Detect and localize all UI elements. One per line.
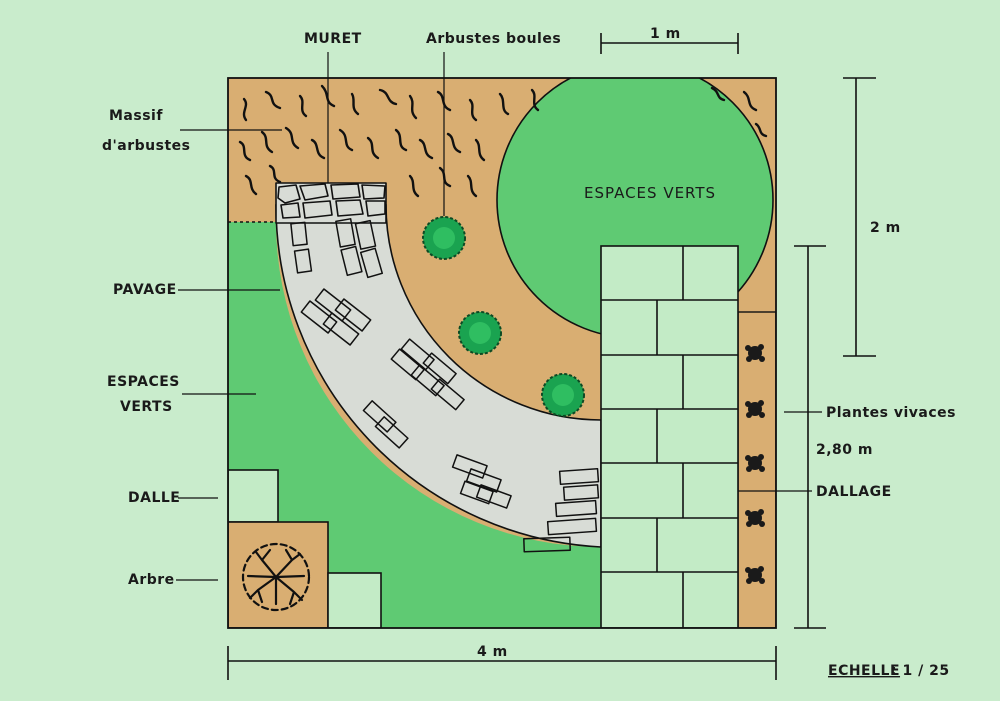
round-shrubs bbox=[422, 216, 585, 417]
dallage-slabs bbox=[600, 245, 739, 628]
perennial-plants bbox=[745, 344, 765, 584]
label-arbre: Arbre bbox=[128, 572, 175, 588]
tree-icon bbox=[241, 542, 311, 612]
echelle-value: : 1 / 25 bbox=[891, 663, 950, 679]
dim-1m: 1 m bbox=[650, 26, 681, 42]
dim-280m: 2,80 m bbox=[816, 442, 873, 458]
perennial-icon bbox=[745, 454, 765, 472]
label-arbustes-boules: Arbustes boules bbox=[426, 31, 561, 47]
label-massif: Massif bbox=[109, 108, 163, 124]
garden-outline bbox=[227, 77, 777, 629]
label-verts: VERTS bbox=[120, 399, 173, 415]
label-muret: MURET bbox=[304, 31, 362, 47]
perennial-icon bbox=[745, 400, 765, 418]
perennial-icon bbox=[745, 509, 765, 527]
paving-bricks bbox=[290, 218, 600, 553]
dallage-joints bbox=[601, 246, 738, 628]
dim-2m: 2 m bbox=[870, 220, 901, 236]
shrub-ball-icon bbox=[422, 216, 466, 260]
label-dallage: DALLAGE bbox=[816, 484, 892, 500]
annotations: MURET Arbustes boules Massif d'arbustes … bbox=[102, 31, 956, 588]
scale-note: ECHELLE : 1 / 25 bbox=[828, 663, 950, 679]
muret-wall bbox=[275, 182, 387, 224]
shrub-ball-icon bbox=[458, 311, 502, 355]
perennial-icon bbox=[745, 344, 765, 362]
label-espaces: ESPACES bbox=[107, 374, 180, 390]
garden-area bbox=[228, 78, 776, 628]
shrub-ball-icon bbox=[541, 373, 585, 417]
label-pavage: PAVAGE bbox=[113, 282, 177, 298]
shrub-massif-strokes bbox=[238, 84, 768, 198]
label-dalle: DALLE bbox=[128, 490, 180, 506]
perennial-icon bbox=[745, 566, 765, 584]
label-plantes-vivaces: Plantes vivaces bbox=[826, 405, 956, 421]
echelle-word: ECHELLE bbox=[828, 663, 900, 679]
label-espaces-verts-circle: ESPACES VERTS bbox=[584, 184, 716, 202]
label-darbustes: d'arbustes bbox=[102, 138, 191, 154]
dim-4m: 4 m bbox=[477, 644, 508, 660]
dimensions: 1 m 2 m 2,80 m 4 m bbox=[227, 26, 901, 680]
